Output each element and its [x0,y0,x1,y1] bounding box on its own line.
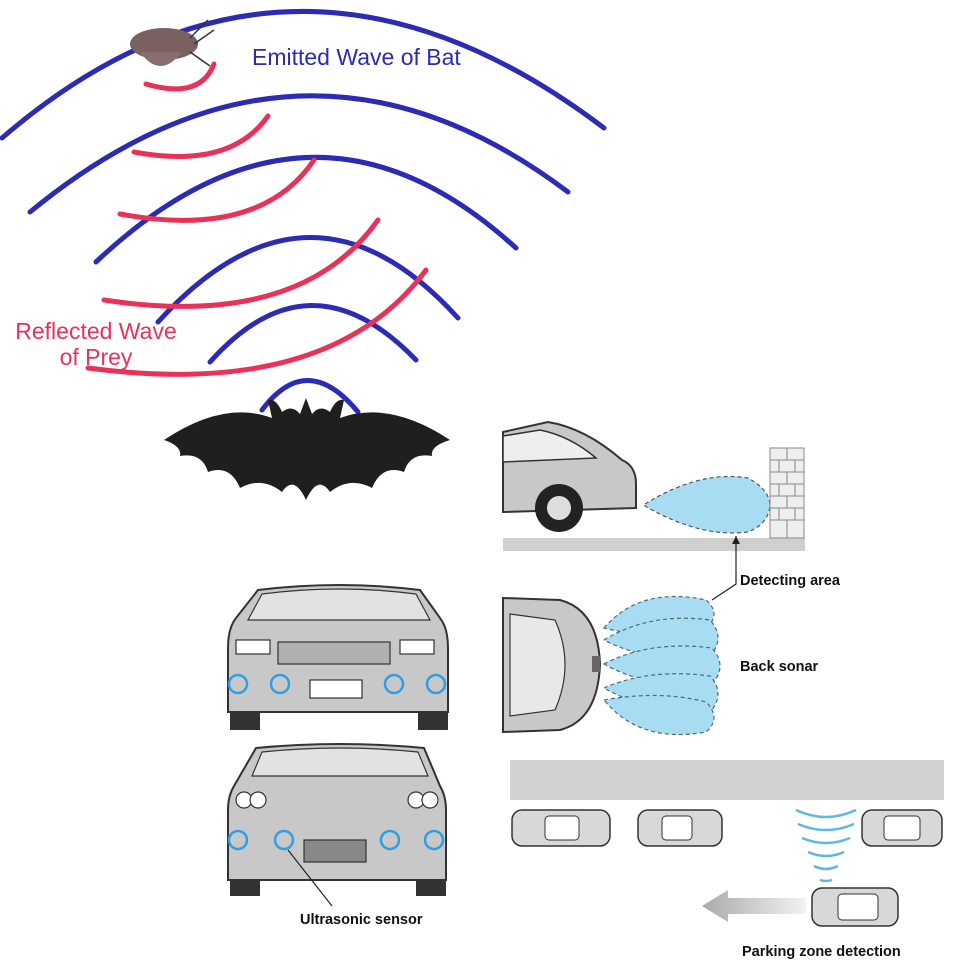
car-top-icon [502,596,602,734]
front-sensor-1 [227,673,249,695]
detecting-area-label: Detecting area [740,573,840,589]
moth-icon [130,19,215,67]
ultrasonic-sensor-label: Ultrasonic sensor [300,912,423,928]
front-sensor-2 [269,673,291,695]
emitted-wave-1 [259,378,361,415]
emitted-waves [0,8,607,415]
reflected-wave-label-line2: of Prey [59,344,133,370]
reflected-wave-2 [131,113,271,159]
rear-sensor-2 [273,829,295,851]
rear-sensor-1 [227,829,249,851]
parking-sonar-arcs [795,808,857,883]
reflected-wave-3 [117,157,317,223]
rear-sensors [227,829,445,851]
back-sonar-lobes [602,595,721,736]
reflected-waves [85,61,429,377]
emitted-wave-6 [0,8,607,141]
ground-strip [503,538,805,551]
front-sensors [227,673,447,695]
reflected-wave-label: Reflected Wave of Prey [6,318,186,370]
emitted-wave-label: Emitted Wave of Bat [252,44,461,70]
parking-curb [510,760,944,800]
ultrasonic-sensor-leader [287,849,333,907]
back-sonar-label: Back sonar [740,659,819,675]
front-sensor-3 [383,673,405,695]
reflected-wave-1 [143,61,217,92]
reflected-wave-label-line1: Reflected Wave [15,318,177,344]
bat-icon [164,398,450,500]
left-arrow-icon [702,890,806,922]
detecting-area-lobe [644,475,771,534]
detecting-area-leader [711,536,737,601]
emitted-wave-5 [27,93,571,215]
front-sensor-4 [425,673,447,695]
car-rear-icon [227,743,447,896]
reflected-wave-4 [101,217,381,309]
sonar-lobe-5 [602,694,715,736]
emitted-wave-4 [93,154,519,265]
car-side-icon [502,420,805,551]
emitted-wave-2 [207,303,419,365]
reflected-wave-5 [85,267,429,377]
parked-car-windows [544,815,921,921]
rear-sensor-3 [379,829,401,851]
parking-zone-detection-label: Parking zone detection [742,944,901,960]
car-front-icon [227,584,449,730]
brick-wall-icon [769,447,805,539]
rear-sensor-4 [423,829,445,851]
